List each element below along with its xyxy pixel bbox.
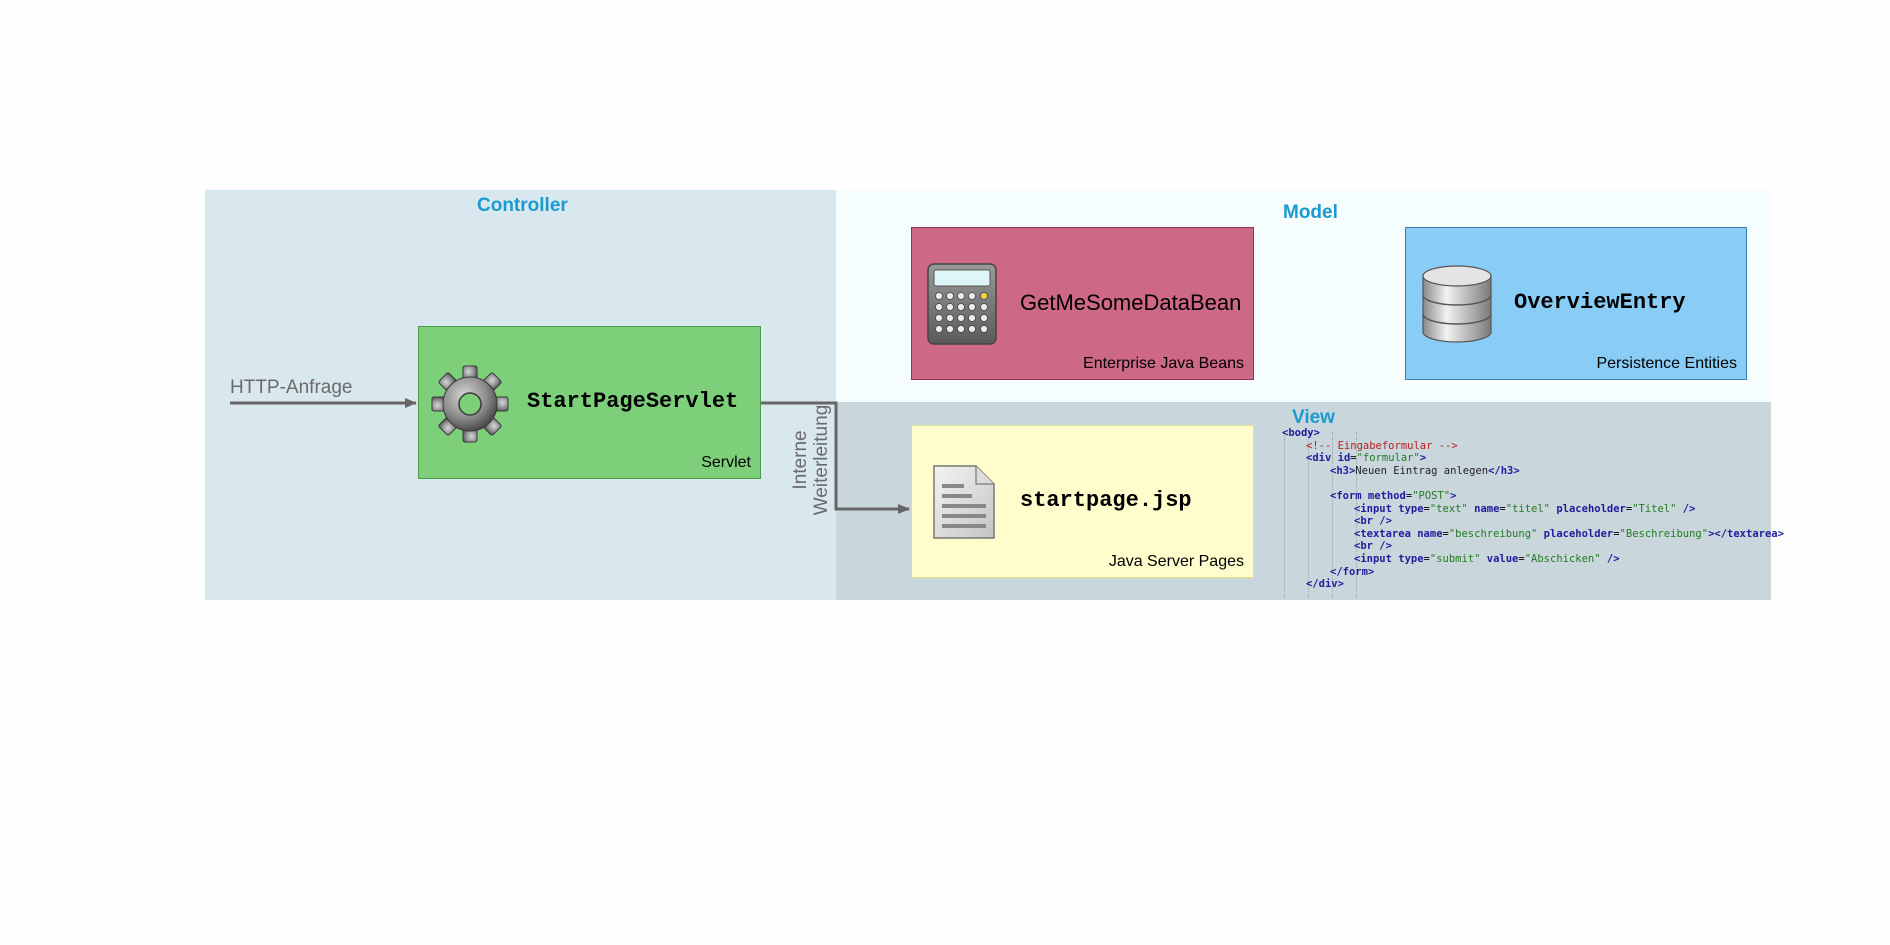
forward-label: Interne Weiterleitung [790, 400, 832, 520]
bean-name: GetMeSomeDataBean [1020, 290, 1242, 315]
forward-label-line1: Interne [790, 430, 811, 490]
entity-type: Persistence Entities [1596, 355, 1737, 372]
forward-label-line2: Weiterleitung [811, 404, 832, 516]
code-line: </div> [1306, 578, 1344, 591]
code-line: <br /> [1354, 540, 1392, 553]
code-line: <form method="POST"> [1330, 489, 1457, 502]
servlet-box[interactable]: StartPageServlet Servlet [418, 326, 761, 479]
bean-box[interactable]: GetMeSomeDataBean Enterprise Java Beans [911, 227, 1254, 380]
calculator-icon [927, 263, 997, 345]
entity-name: OverviewEntry [1514, 290, 1686, 315]
code-line: <br /> [1354, 515, 1392, 528]
entity-box[interactable]: OverviewEntry Persistence Entities [1405, 227, 1747, 380]
code-line: <!-- Eingabeformular --> [1306, 439, 1458, 452]
forward-arrow [761, 401, 910, 514]
servlet-name: StartPageServlet [527, 389, 739, 414]
document-icon [933, 465, 995, 539]
database-icon [1422, 265, 1492, 343]
controller-title: Controller [477, 195, 568, 216]
indent-guide [1332, 432, 1333, 598]
bean-type: Enterprise Java Beans [1083, 355, 1244, 372]
jsp-type: Java Server Pages [1108, 553, 1244, 570]
servlet-type: Servlet [701, 454, 751, 471]
code-line [1282, 477, 1762, 490]
model-title: Model [1283, 202, 1338, 223]
jsp-box[interactable]: startpage.jsp Java Server Pages [911, 425, 1254, 578]
code-line: <body> [1282, 427, 1320, 439]
code-line: <div id="formular"> [1306, 452, 1427, 465]
code-line: <input type="text" name="titel" placehol… [1354, 502, 1696, 515]
gear-icon [431, 365, 509, 443]
view-title: View [1292, 407, 1335, 428]
http-request-label: HTTP-Anfrage [230, 377, 353, 398]
indent-guide [1284, 432, 1285, 598]
code-line: <input type="submit" value="Abschicken" … [1354, 552, 1620, 565]
indent-guide [1308, 432, 1309, 598]
code-line: <h3>Neuen Eintrag anlegen</h3> [1330, 464, 1520, 477]
indent-guide [1356, 432, 1357, 598]
code-snippet: <body><!-- Eingabeformular --><div id="f… [1282, 427, 1784, 597]
code-line: </form> [1330, 565, 1375, 578]
jsp-name: startpage.jsp [1020, 488, 1192, 513]
code-line: <textarea name="beschreibung" placeholde… [1354, 527, 1784, 540]
